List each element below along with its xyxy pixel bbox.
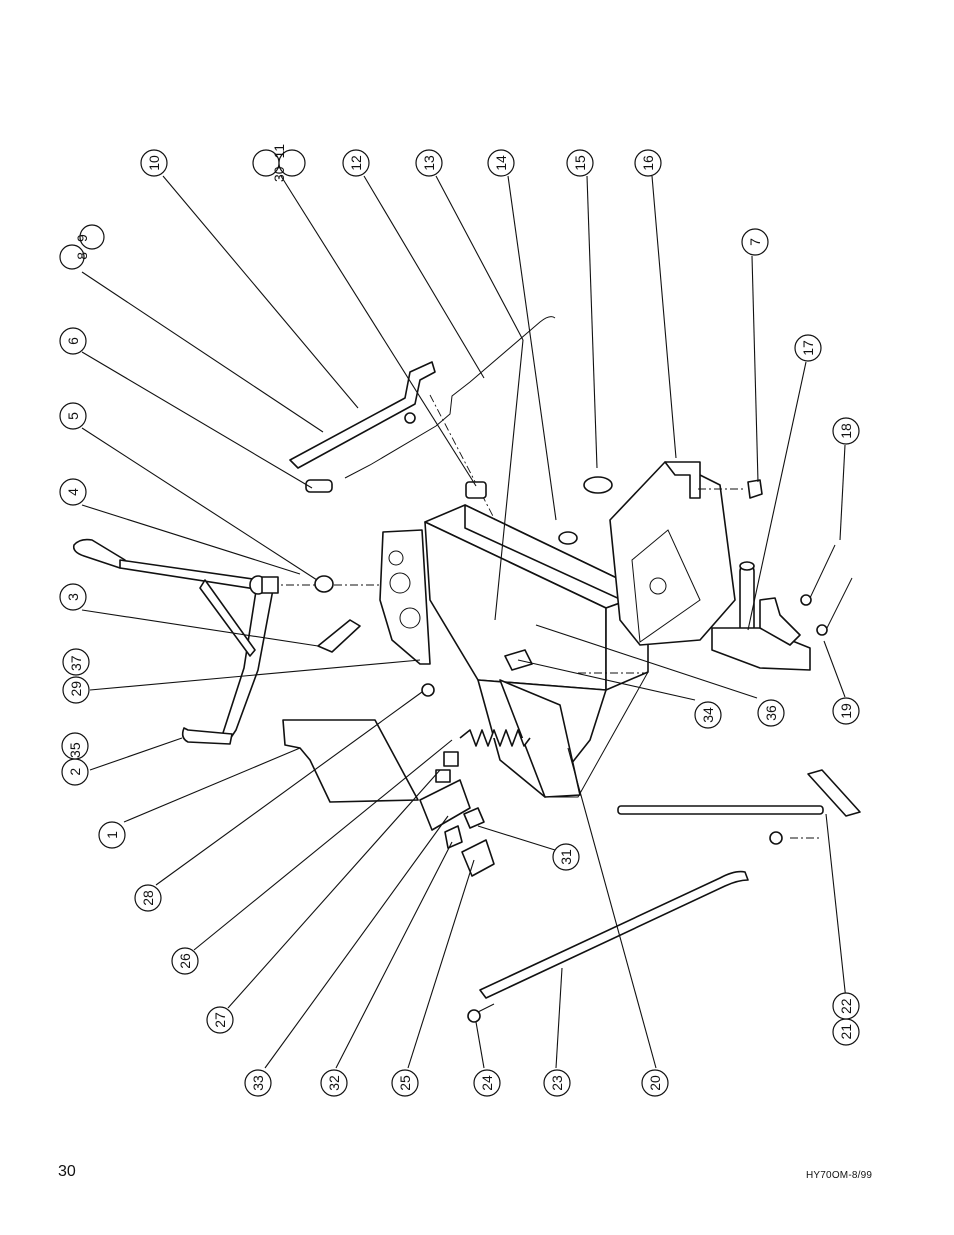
svg-text:29 37: 29 37 — [68, 655, 84, 696]
callout-34: 34 — [694, 701, 722, 729]
callout-12: 12 — [342, 149, 370, 177]
svg-text:14: 14 — [493, 155, 509, 171]
callout-5: 5 — [59, 402, 87, 430]
svg-text:27: 27 — [212, 1012, 228, 1028]
svg-text:19: 19 — [838, 703, 854, 719]
svg-text:20: 20 — [647, 1075, 663, 1091]
callout-15: 15 — [566, 149, 594, 177]
main-body-box — [424, 504, 649, 798]
svg-text:23: 23 — [549, 1075, 565, 1091]
label-decal-large — [419, 779, 471, 831]
arm-bracket — [289, 361, 436, 469]
exploded-parts-drawing — [72, 316, 861, 1023]
fitting-13 — [465, 481, 487, 499]
svg-text:1: 1 — [104, 831, 120, 839]
callout-7: 7 — [741, 228, 769, 256]
callout-16: 16 — [634, 149, 662, 177]
callout-25: 25 — [391, 1069, 419, 1097]
callout-28: 28 — [134, 884, 162, 912]
callout-19: 19 — [832, 697, 860, 725]
cable-18 — [809, 544, 836, 599]
svg-text:8 9: 8 9 — [74, 234, 90, 260]
linkage-3 — [317, 619, 361, 653]
leader-lines — [81, 175, 847, 1069]
callout-21-22: 21 22 — [832, 992, 860, 1046]
handle-assembly — [72, 538, 279, 745]
callout-20: 20 — [641, 1069, 669, 1097]
side-bracket — [711, 561, 811, 671]
svg-text:31: 31 — [558, 849, 574, 865]
callout-6: 6 — [59, 327, 87, 355]
gasket-plate — [379, 529, 431, 665]
cable-19 — [825, 577, 853, 631]
label-decal-small-b — [463, 807, 485, 829]
rod-assembly — [617, 769, 861, 817]
label-decal-small-a — [444, 825, 463, 849]
callout-3: 3 — [59, 583, 87, 611]
label-decal-medium — [461, 839, 495, 877]
callout-2-35: 2 35 — [61, 732, 89, 786]
callout-8-9: 8 9 — [59, 224, 105, 270]
callout-26: 26 — [171, 947, 199, 975]
fitting-6 — [305, 479, 333, 493]
callout-24: 24 — [473, 1069, 501, 1097]
svg-text:34: 34 — [700, 707, 716, 723]
callout-36: 36 — [757, 699, 785, 727]
svg-text:17: 17 — [800, 340, 816, 356]
spring — [459, 729, 531, 747]
svg-text:6: 6 — [65, 337, 81, 345]
fitting-10 — [404, 412, 416, 424]
svg-text:15: 15 — [572, 155, 588, 171]
callout-23: 23 — [543, 1069, 571, 1097]
svg-text:18: 18 — [838, 423, 854, 439]
knob-29 — [421, 683, 435, 697]
svg-text:36: 36 — [763, 705, 779, 721]
callout-33: 33 — [244, 1069, 272, 1097]
bolt — [467, 1003, 495, 1023]
callout-18: 18 — [832, 417, 860, 445]
svg-text:25: 25 — [397, 1075, 413, 1091]
svg-text:12: 12 — [348, 155, 364, 171]
callout-10: 10 — [140, 149, 168, 177]
svg-text:24: 24 — [479, 1075, 495, 1091]
svg-text:30 11: 30 11 — [271, 144, 287, 182]
svg-text:28: 28 — [140, 890, 156, 906]
tube — [479, 870, 749, 999]
fitting-27 — [435, 769, 451, 783]
base-plate — [282, 719, 419, 803]
svg-text:2 35: 2 35 — [67, 742, 83, 775]
svg-text:21 22: 21 22 — [838, 998, 854, 1039]
callout-13: 13 — [415, 149, 443, 177]
svg-text:32: 32 — [326, 1075, 342, 1091]
rear-bracket — [609, 461, 736, 646]
callout-4: 4 — [59, 478, 87, 506]
svg-text:4: 4 — [65, 488, 81, 496]
svg-text:5: 5 — [65, 412, 81, 420]
callout-17: 17 — [794, 334, 822, 362]
document-code: HY70OM-8/99 — [806, 1170, 873, 1181]
callout-30-11: 30 11 — [252, 144, 306, 182]
bushing-5 — [314, 575, 334, 593]
callout-27: 27 — [206, 1006, 234, 1034]
fitting-26 — [443, 751, 459, 767]
svg-text:10: 10 — [146, 155, 162, 171]
svg-text:13: 13 — [421, 155, 437, 171]
svg-text:33: 33 — [250, 1075, 266, 1091]
callout-32: 32 — [320, 1069, 348, 1097]
shift-rod — [344, 316, 556, 479]
callout-31: 31 — [552, 843, 580, 871]
page-number: 30 — [58, 1163, 76, 1180]
grommet-15 — [583, 476, 613, 494]
callout-1: 1 — [98, 821, 126, 849]
svg-text:3: 3 — [65, 593, 81, 601]
callout-14: 14 — [487, 149, 515, 177]
svg-text:7: 7 — [747, 238, 763, 246]
svg-text:16: 16 — [640, 155, 656, 171]
clip-7 — [747, 479, 763, 499]
plug-14 — [558, 531, 578, 545]
svg-text:26: 26 — [177, 953, 193, 969]
callout-29-37: 29 37 — [62, 648, 90, 704]
